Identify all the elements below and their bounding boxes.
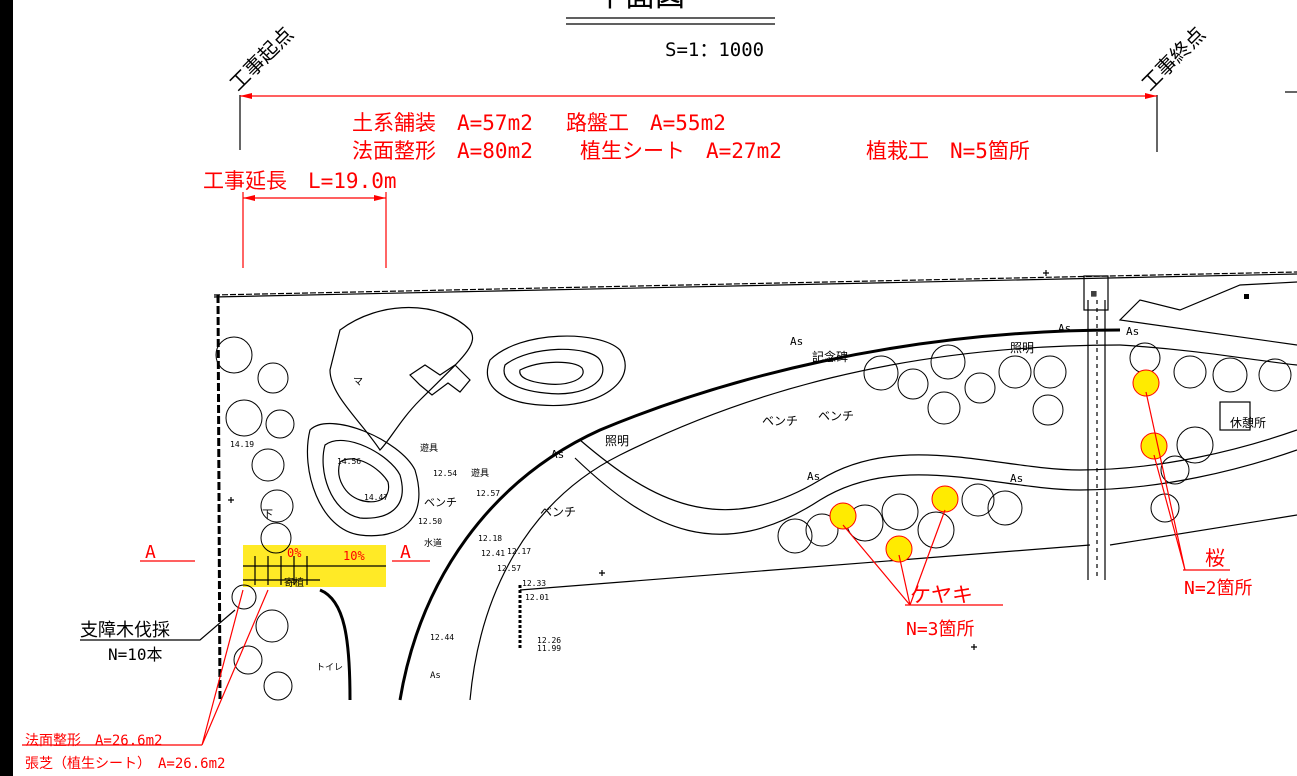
west-boundary <box>216 294 222 701</box>
extent-arrow-right <box>1145 93 1157 99</box>
length-arrow-right <box>374 195 386 201</box>
section-marker-right: A <box>400 542 411 563</box>
mound-contour-2 <box>322 439 403 519</box>
planting-locations <box>829 369 1168 563</box>
mound-contour-1 <box>306 422 420 537</box>
svg-text:12.26: 12.26 <box>537 636 561 645</box>
label-as-1: As <box>1058 322 1071 335</box>
sakura-count: N=2箇所 <box>1184 578 1253 599</box>
keyaki-label: ケヤキ <box>910 583 973 607</box>
south-boundary-east <box>1109 514 1297 546</box>
left-border <box>0 0 13 776</box>
slope-pct-1: 0% <box>287 546 302 560</box>
gate-symbol: ▦ <box>1091 289 1097 299</box>
bench-label-3: ベンチ <box>540 505 576 519</box>
qty-soil-paving: 土系舗装 A=57m2 <box>352 111 533 135</box>
northeast-edge <box>1118 281 1297 346</box>
slope-shaping-label: 法面整形 A=26.6m2 <box>25 733 162 749</box>
start-point-label: 工事起点 <box>225 22 299 96</box>
hill-contour-2 <box>503 348 604 395</box>
svg-text:14.56: 14.56 <box>337 457 361 466</box>
play-building <box>409 364 471 396</box>
hill-contour-1 <box>486 335 626 407</box>
rest-house-label: 休憩所 <box>1230 415 1266 430</box>
qty-roadbed: 路盤工 A=55m2 <box>566 111 726 135</box>
svg-text:12.57: 12.57 <box>476 489 500 498</box>
north-boundary <box>213 271 1297 296</box>
lighting-label-2: 照明 <box>605 434 629 448</box>
qty-slope-shaping: 法面整形 A=80m2 <box>352 139 533 163</box>
main-path-outer <box>398 328 1121 701</box>
svg-text:12.57: 12.57 <box>497 564 521 573</box>
slope-leaders <box>22 589 269 746</box>
tree-removal-count: N=10本 <box>108 645 163 664</box>
svg-text:12.54: 12.54 <box>433 469 457 478</box>
page-title: 平面図 <box>595 0 685 14</box>
slide-structure <box>329 307 474 451</box>
hill-contour-3 <box>519 361 584 385</box>
svg-text:12.18: 12.18 <box>478 534 502 543</box>
extent-arrow-left <box>240 93 252 99</box>
length-arrow-left <box>243 195 255 201</box>
section-marker-left: A <box>145 542 156 563</box>
qty-vegetation-sheet: 植生シート A=27m2 <box>580 139 782 163</box>
survey-crosses <box>228 270 1049 650</box>
qty-planting: 植栽工 N=5箇所 <box>866 139 1030 163</box>
keyaki-count: N=3箇所 <box>906 619 975 640</box>
rest-house-box <box>1219 401 1251 431</box>
svg-text:12.01: 12.01 <box>525 593 549 602</box>
playground-label-2: 遊具 <box>471 467 489 479</box>
monument-label: 記念碑 <box>812 349 848 364</box>
svg-text:12.44: 12.44 <box>430 633 454 642</box>
end-point-label: 工事終点 <box>1137 22 1211 96</box>
gate-structure <box>1083 275 1109 311</box>
lighting-label-1: 照明 <box>1010 341 1034 355</box>
hedge-label: 寄植 <box>284 576 304 589</box>
label-as-7: As <box>430 671 441 681</box>
construction-grid <box>243 556 386 585</box>
bench-label-2: ベンチ <box>818 409 854 423</box>
sakura-leaders <box>1145 391 1186 571</box>
slide-label: マ <box>353 377 363 388</box>
slope-pct-2: 10% <box>343 549 365 563</box>
tree-removal-label: 支障木伐採 <box>80 620 170 641</box>
svg-text:14.19: 14.19 <box>230 440 254 449</box>
playground-label-1: 遊具 <box>420 442 438 454</box>
water-label: 水道 <box>424 537 442 549</box>
bench-label-1: ベンチ <box>762 414 798 428</box>
north-boundary-inner <box>213 273 1297 298</box>
path-east <box>1119 344 1297 366</box>
bench-label-4: ベンチ <box>424 496 457 509</box>
toilet-label: トイレ <box>316 663 343 673</box>
keyaki-leaders <box>842 509 946 606</box>
west-curb <box>319 588 352 701</box>
svg-text:12.33: 12.33 <box>522 579 546 588</box>
svg-text:12.17: 12.17 <box>507 547 531 556</box>
svg-text:11.99: 11.99 <box>537 644 561 653</box>
below-label: 下 <box>262 508 273 521</box>
svg-text:12.41: 12.41 <box>481 549 505 558</box>
marker-dot <box>1244 294 1249 299</box>
label-as-5: As <box>807 470 820 483</box>
svg-text:14.47: 14.47 <box>364 493 388 502</box>
main-path-inner <box>469 344 1121 701</box>
trees <box>215 336 1292 701</box>
sakura-label: 桜 <box>1205 546 1225 570</box>
mound-contour-3 <box>338 458 390 503</box>
label-as-6: As <box>1010 472 1023 485</box>
removal-leader <box>80 609 236 641</box>
south-boundary <box>519 544 1091 591</box>
elevation-points: 14.19 14.56 14.47 12.54 12.57 12.50 12.1… <box>230 440 561 653</box>
label-as-4: As <box>551 448 564 461</box>
construction-length: 工事延長 L=19.0m <box>203 169 397 193</box>
turf-label: 張芝（植生シート） A=26.6m2 <box>25 756 225 772</box>
scale-label: S=1：1000 <box>665 39 764 61</box>
svg-text:12.50: 12.50 <box>418 517 442 526</box>
label-as-3: As <box>790 335 803 348</box>
label-as-2: As <box>1126 325 1139 338</box>
